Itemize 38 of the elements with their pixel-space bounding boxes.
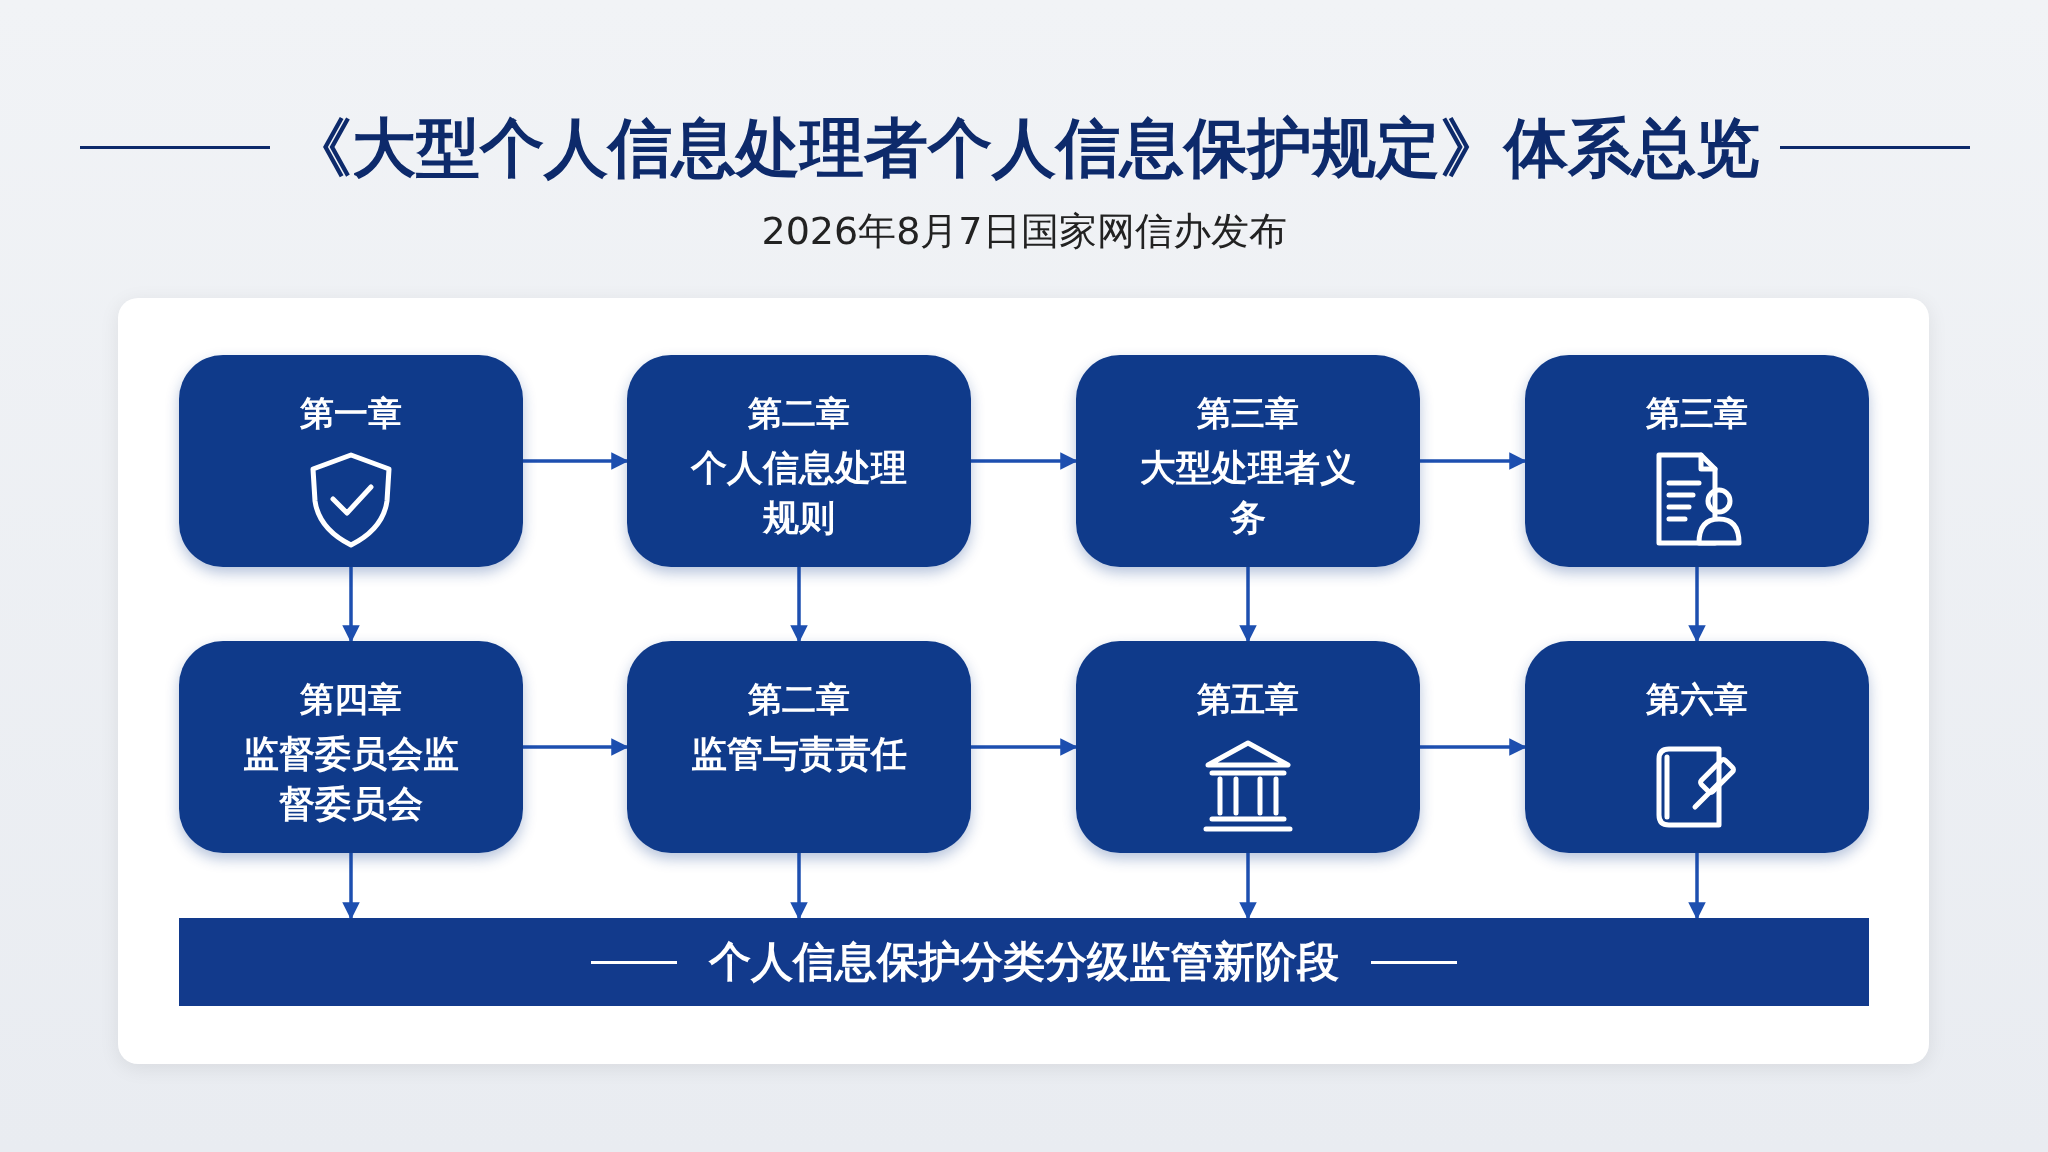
chapter-text: 大型处理者义务 <box>1139 446 1357 540</box>
arrow <box>523 452 629 470</box>
chapter-box <box>179 355 523 567</box>
chapter-title: 第五章 <box>1197 678 1299 721</box>
arrow <box>1688 853 1706 920</box>
chapter-box <box>1525 641 1869 853</box>
chapter-box <box>627 355 971 567</box>
chapter-box <box>1525 355 1869 567</box>
chapter-title: 第四章 <box>300 678 402 721</box>
arrow <box>1239 567 1257 643</box>
arrow <box>971 452 1078 470</box>
arrow <box>790 853 808 920</box>
chapter-title: 第六章 <box>1646 678 1748 721</box>
chapter-title: 第三章 <box>1646 392 1748 435</box>
arrow <box>342 853 360 920</box>
arrow <box>342 567 360 643</box>
banner-text: 个人信息保护分类分级监管新阶段 <box>709 936 1339 988</box>
arrow <box>1420 452 1527 470</box>
title: 《大型个人信息处理者个人信息保护规定》体系总览 <box>288 111 1760 185</box>
banner <box>179 918 1869 1006</box>
chapter-title: 第二章 <box>748 678 850 721</box>
chapter-text: 个人信息处理规则 <box>689 446 908 540</box>
chapter-title: 第二章 <box>748 392 850 435</box>
arrow <box>1239 853 1257 920</box>
chapter-box <box>1076 355 1420 567</box>
chapter-box <box>627 641 971 853</box>
arrow <box>790 567 808 643</box>
chapter-text: 监督委员会监督委员会 <box>242 732 460 826</box>
arrow <box>1688 567 1706 643</box>
arrow <box>971 738 1078 756</box>
chapter-text: 监管与责责任 <box>690 732 908 776</box>
chapter-title: 第一章 <box>300 392 402 435</box>
subtitle: 2026年8月7日国家网信办发布 <box>761 209 1287 253</box>
chapter-title: 第三章 <box>1197 392 1299 435</box>
arrow <box>1420 738 1527 756</box>
chapter-box <box>179 641 523 853</box>
chapter-box <box>1076 641 1420 853</box>
arrow <box>523 738 629 756</box>
